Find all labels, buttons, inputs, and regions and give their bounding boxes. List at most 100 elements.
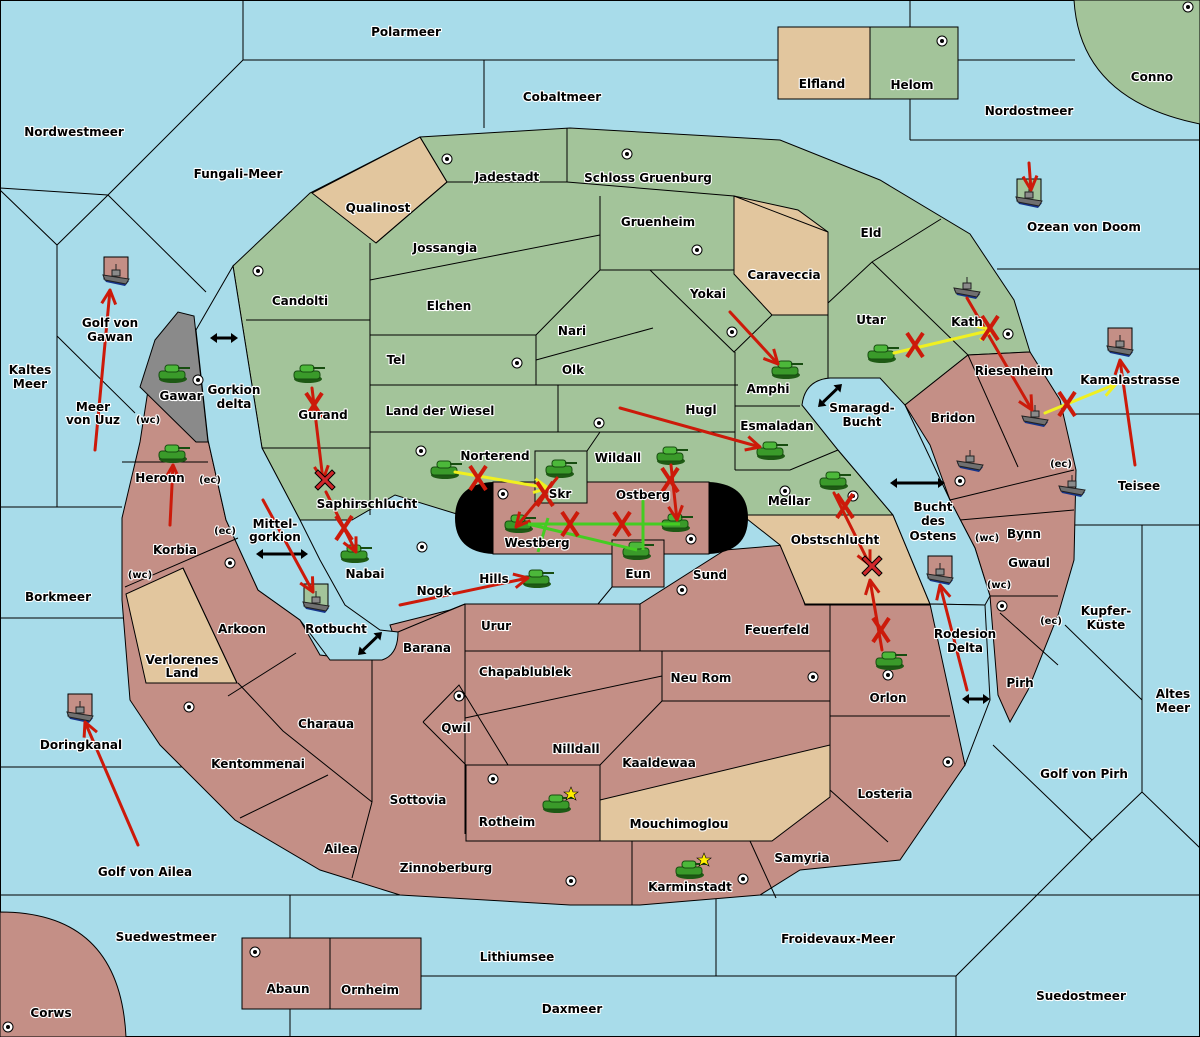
supply-center-icon <box>416 541 428 553</box>
convoy-order-line <box>536 517 550 553</box>
supply-center-icon <box>737 873 749 885</box>
supply-center-icon <box>936 35 948 47</box>
failed-order-x-icon <box>905 331 925 359</box>
failed-order-x-icon <box>835 492 855 520</box>
supply-center-icon <box>2 1021 14 1033</box>
fleet-unit-icon <box>1106 335 1134 357</box>
sea-region-label: Ostens <box>910 529 957 543</box>
supply-center-icon <box>779 485 791 497</box>
failed-order-x-icon <box>560 510 580 538</box>
province-label: Jadestadt <box>474 170 540 184</box>
province-label: Sottovia <box>390 793 447 807</box>
sea-region-label: Cobaltmeer <box>523 90 601 104</box>
province-label: Urur <box>481 619 511 633</box>
failed-order-x-icon <box>468 464 488 492</box>
supply-center-icon <box>593 417 605 429</box>
province-label: Elchen <box>427 299 472 313</box>
sea-region-label: Polarmeer <box>371 25 441 39</box>
province-label: Eun <box>625 567 650 581</box>
coast-label: (ec) <box>214 526 236 537</box>
fleet-unit-icon <box>1058 475 1086 497</box>
failed-order-x-icon <box>871 616 891 644</box>
army-unit-icon <box>819 471 851 490</box>
province-label: Land <box>166 666 199 680</box>
sea-region-label: Nordostmeer <box>985 104 1074 118</box>
double-arrow-icon <box>890 478 945 488</box>
province-label: Charaua <box>298 717 354 731</box>
province-label: Esmaladan <box>740 419 813 433</box>
sea-region-label: Golf von Ailea <box>98 865 192 879</box>
province-label: Kentommenai <box>211 757 305 771</box>
province-label: Chapablublek <box>479 665 572 679</box>
province-label: Samyria <box>774 851 829 865</box>
sea-region-label: Suedostmeer <box>1036 989 1126 1003</box>
failed-order-x-icon <box>535 480 555 508</box>
province-label: Bridon <box>931 411 976 425</box>
army-unit-icon <box>542 786 579 813</box>
province-label: Abaun <box>266 982 309 996</box>
army-unit-icon <box>158 364 190 383</box>
province-label: Hugl <box>685 403 716 417</box>
supply-center-icon <box>249 946 261 958</box>
coast-label: (wc) <box>136 415 160 426</box>
province-label: Obstschlucht <box>791 533 880 547</box>
double-arrow-icon <box>210 333 238 343</box>
province-label: Candolti <box>272 294 328 308</box>
move-order-arrow <box>398 572 530 607</box>
double-arrow-icon <box>358 632 382 655</box>
supply-center-icon <box>497 488 509 500</box>
province-label: Amphi <box>746 382 789 396</box>
province-label: Caraveccia <box>747 268 820 282</box>
sea-region-label: Gorkion <box>208 383 261 397</box>
province-label: Westberg <box>504 536 569 550</box>
sea-region-label: Smaragd- <box>829 401 894 415</box>
province-label: Pirh <box>1006 676 1033 690</box>
army-unit-icon <box>771 360 803 379</box>
province-label: Korbia <box>153 543 197 557</box>
province-label: Tel <box>387 353 406 367</box>
sea-region-label: Rodesion <box>934 627 996 641</box>
support-order-arrow <box>1043 381 1118 415</box>
army-unit-icon <box>675 852 712 879</box>
province-label: Utar <box>856 313 886 327</box>
province-label: Sund <box>693 568 727 582</box>
province-label: Kath <box>951 315 983 329</box>
province-label: Gawar <box>159 389 202 403</box>
sea-region-label: Froidevaux-Meer <box>781 932 895 946</box>
supply-center-icon <box>192 374 204 386</box>
dislodged-x-icon <box>861 555 883 577</box>
failed-order-x-icon <box>304 391 324 419</box>
province-label: Schloss Gruenburg <box>584 171 712 185</box>
province-label: Riesenheim <box>975 364 1054 378</box>
province-label: Yokai <box>689 287 726 301</box>
province-label: Karminstadt <box>648 880 732 894</box>
move-order-arrow <box>1021 161 1039 192</box>
sea-region-label: Teisee <box>1118 479 1160 493</box>
double-arrow-icon <box>962 694 990 704</box>
army-unit-icon <box>867 344 899 363</box>
fleet-unit-icon <box>1015 186 1043 208</box>
supply-center-icon <box>942 756 954 768</box>
sea-region-label: Küste <box>1087 618 1126 632</box>
sea-region-label: Delta <box>947 641 983 655</box>
province-label: Feuerfeld <box>745 623 810 637</box>
province-label: Orlon <box>869 691 906 705</box>
labels: PolarmeerCobaltmeerNordwestmeerFungali-M… <box>8 24 1192 1021</box>
supply-center-icon <box>996 600 1008 612</box>
continent <box>121 127 1077 906</box>
coast-label: (ec) <box>1040 616 1062 627</box>
province-label: Bynn <box>1007 527 1041 541</box>
move-order-arrow <box>261 498 315 594</box>
move-order-arrow <box>93 288 118 452</box>
supply-center-icon <box>224 557 236 569</box>
province-label: Olk <box>562 363 585 377</box>
failed-order-x-icon <box>612 510 632 538</box>
supply-center-icon <box>676 584 688 596</box>
sea-region-label: gorkion <box>249 530 301 544</box>
supply-center-icon <box>882 669 894 681</box>
double-arrow-icon <box>818 384 842 407</box>
supply-center-icon <box>685 533 697 545</box>
